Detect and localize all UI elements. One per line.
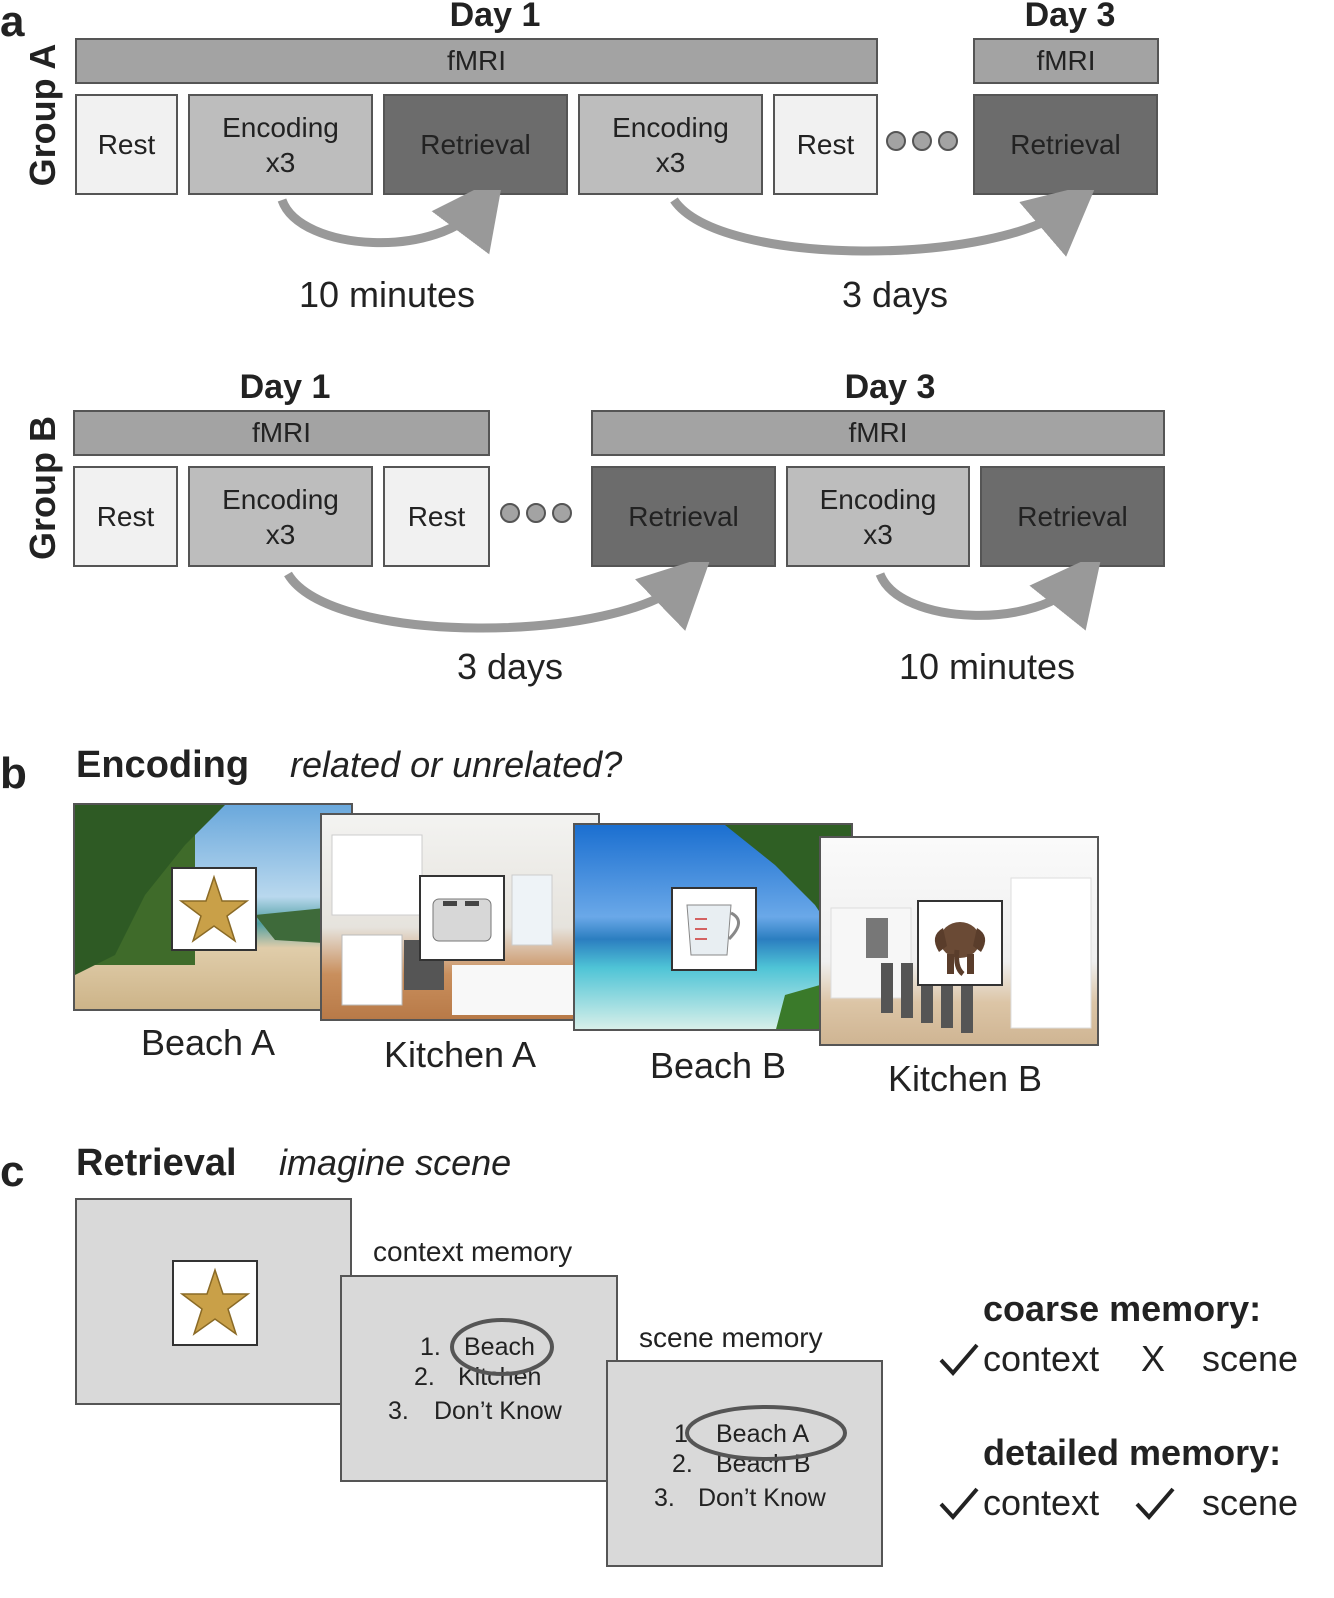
group-b-interval-1: 3 days [456,646,564,687]
option-number: 2. [672,1450,693,1478]
option-number: 1. [420,1333,441,1361]
panel-a-letter: a [0,0,25,46]
selection-ellipse [450,1318,554,1376]
group-b-day1: Day 1 [239,368,331,406]
group-a-interval-2: 3 days [841,274,949,315]
scene-memory-screen: 1. Beach A 2. Beach B 3. Don’t Know [606,1360,883,1567]
detailed-memory-row: context scene [938,1482,1328,1526]
encoding-subtitle: related or unrelated? [290,744,623,785]
scene-memory-label: scene memory [639,1322,823,1353]
group-a-fmri-day1-bar: fMRI [75,38,878,84]
caption-kitchen-a: Kitchen A [383,1034,537,1075]
arrow-3-days [670,190,1098,257]
dot [938,131,958,151]
toaster-object-card [419,875,505,961]
starfish-icon [178,874,250,943]
group-b-block-retrieval: Retrieval [980,466,1165,567]
option-number: 3. [654,1484,675,1512]
check-icon [1135,1487,1175,1521]
group-a-block-encoding: Encoding x3 [578,94,763,195]
encoding-title: Encoding [76,744,250,786]
context-memory-label: context memory [373,1236,573,1267]
detailed-memory-title: detailed memory: [983,1432,1282,1473]
group-a-day3: Day 3 [1024,0,1116,34]
panel-b-letter: b [0,749,27,798]
check-icon [939,1487,979,1521]
option-number: 3. [388,1397,409,1425]
coarse-context-label: context [983,1338,1100,1379]
group-a-day1: Day 1 [449,0,541,34]
measuring-cup-object-card [671,887,757,971]
kitchen-cabinets [331,834,598,1015]
kitchen-a-photo [320,813,600,1021]
group-b-day3: Day 3 [844,368,936,406]
option-dont-know: Don’t Know [698,1484,826,1512]
dot [500,503,520,523]
group-a-label: Group A [22,43,63,187]
group-b-block-retrieval: Retrieval [591,466,776,567]
caption-beach-b: Beach B [649,1045,787,1086]
group-b-interval-arrows [284,562,1103,633]
group-b-interval-2: 10 minutes [898,646,1076,687]
group-b-block-encoding: Encoding x3 [786,466,970,567]
panel-c-letter: c [0,1147,25,1196]
dot [912,131,932,151]
option-beach-a: Beach A [716,1420,810,1448]
retrieval-subtitle: imagine scene [279,1142,512,1183]
check-icon [939,1343,979,1377]
group-a-interval-1: 10 minutes [298,274,476,315]
coarse-memory-title: coarse memory: [983,1288,1262,1329]
elephant-icon [934,922,986,976]
elephant-object-card [917,900,1003,986]
option-beach: Beach [464,1333,535,1361]
measuring-cup-icon [686,904,740,956]
group-a-block-retrieval: Retrieval [383,94,568,195]
option-dont-know: Don’t Know [434,1397,562,1425]
group-b-fmri-day1-bar: fMRI [73,410,490,456]
beach-a-photo [73,803,353,1011]
group-b-ellipsis-dots [500,503,572,523]
starfish-icon [179,1267,251,1336]
group-a-fmri-day3-bar: fMRI [973,38,1159,84]
retrieval-title: Retrieval [76,1142,237,1184]
arrow-10-minutes [875,562,1103,631]
group-b-block-rest: Rest [383,466,490,567]
group-a-block-encoding: Encoding x3 [188,94,373,195]
beach-b-photo [573,823,853,1031]
detailed-context-label: context [983,1482,1100,1523]
caption-kitchen-b: Kitchen B [887,1058,1043,1099]
group-a-ellipsis-dots [886,131,958,151]
dot [886,131,906,151]
group-b-label: Group B [22,416,63,560]
arrow-10-minutes [277,190,504,255]
caption-beach-a: Beach A [140,1022,276,1063]
dot [526,503,546,523]
group-b-block-rest: Rest [73,466,178,567]
toaster-icon [432,898,492,942]
coarse-scene-label: scene [1202,1338,1299,1379]
selection-ellipse [685,1405,847,1461]
dot [552,503,572,523]
group-b-block-encoding: Encoding x3 [188,466,373,567]
starfish-object-card [171,867,257,951]
group-a-interval-arrows [277,190,1098,257]
coarse-memory-row: context X scene [938,1338,1328,1382]
group-a-block-retrieval: Retrieval [973,94,1158,195]
option-number: 2. [414,1363,435,1391]
detailed-scene-label: scene [1202,1482,1299,1523]
group-b-fmri-day3-bar: fMRI [591,410,1165,456]
group-a-block-rest: Rest [75,94,178,195]
arrow-3-days [284,562,712,633]
starfish-cue-card [172,1260,258,1346]
cue-screen [75,1198,352,1405]
kitchen-b-photo [819,836,1099,1046]
group-a-block-rest: Rest [773,94,878,195]
context-memory-screen: 1. Beach 2. Kitchen 3. Don’t Know [340,1275,618,1482]
x-mark: X [1141,1338,1166,1379]
